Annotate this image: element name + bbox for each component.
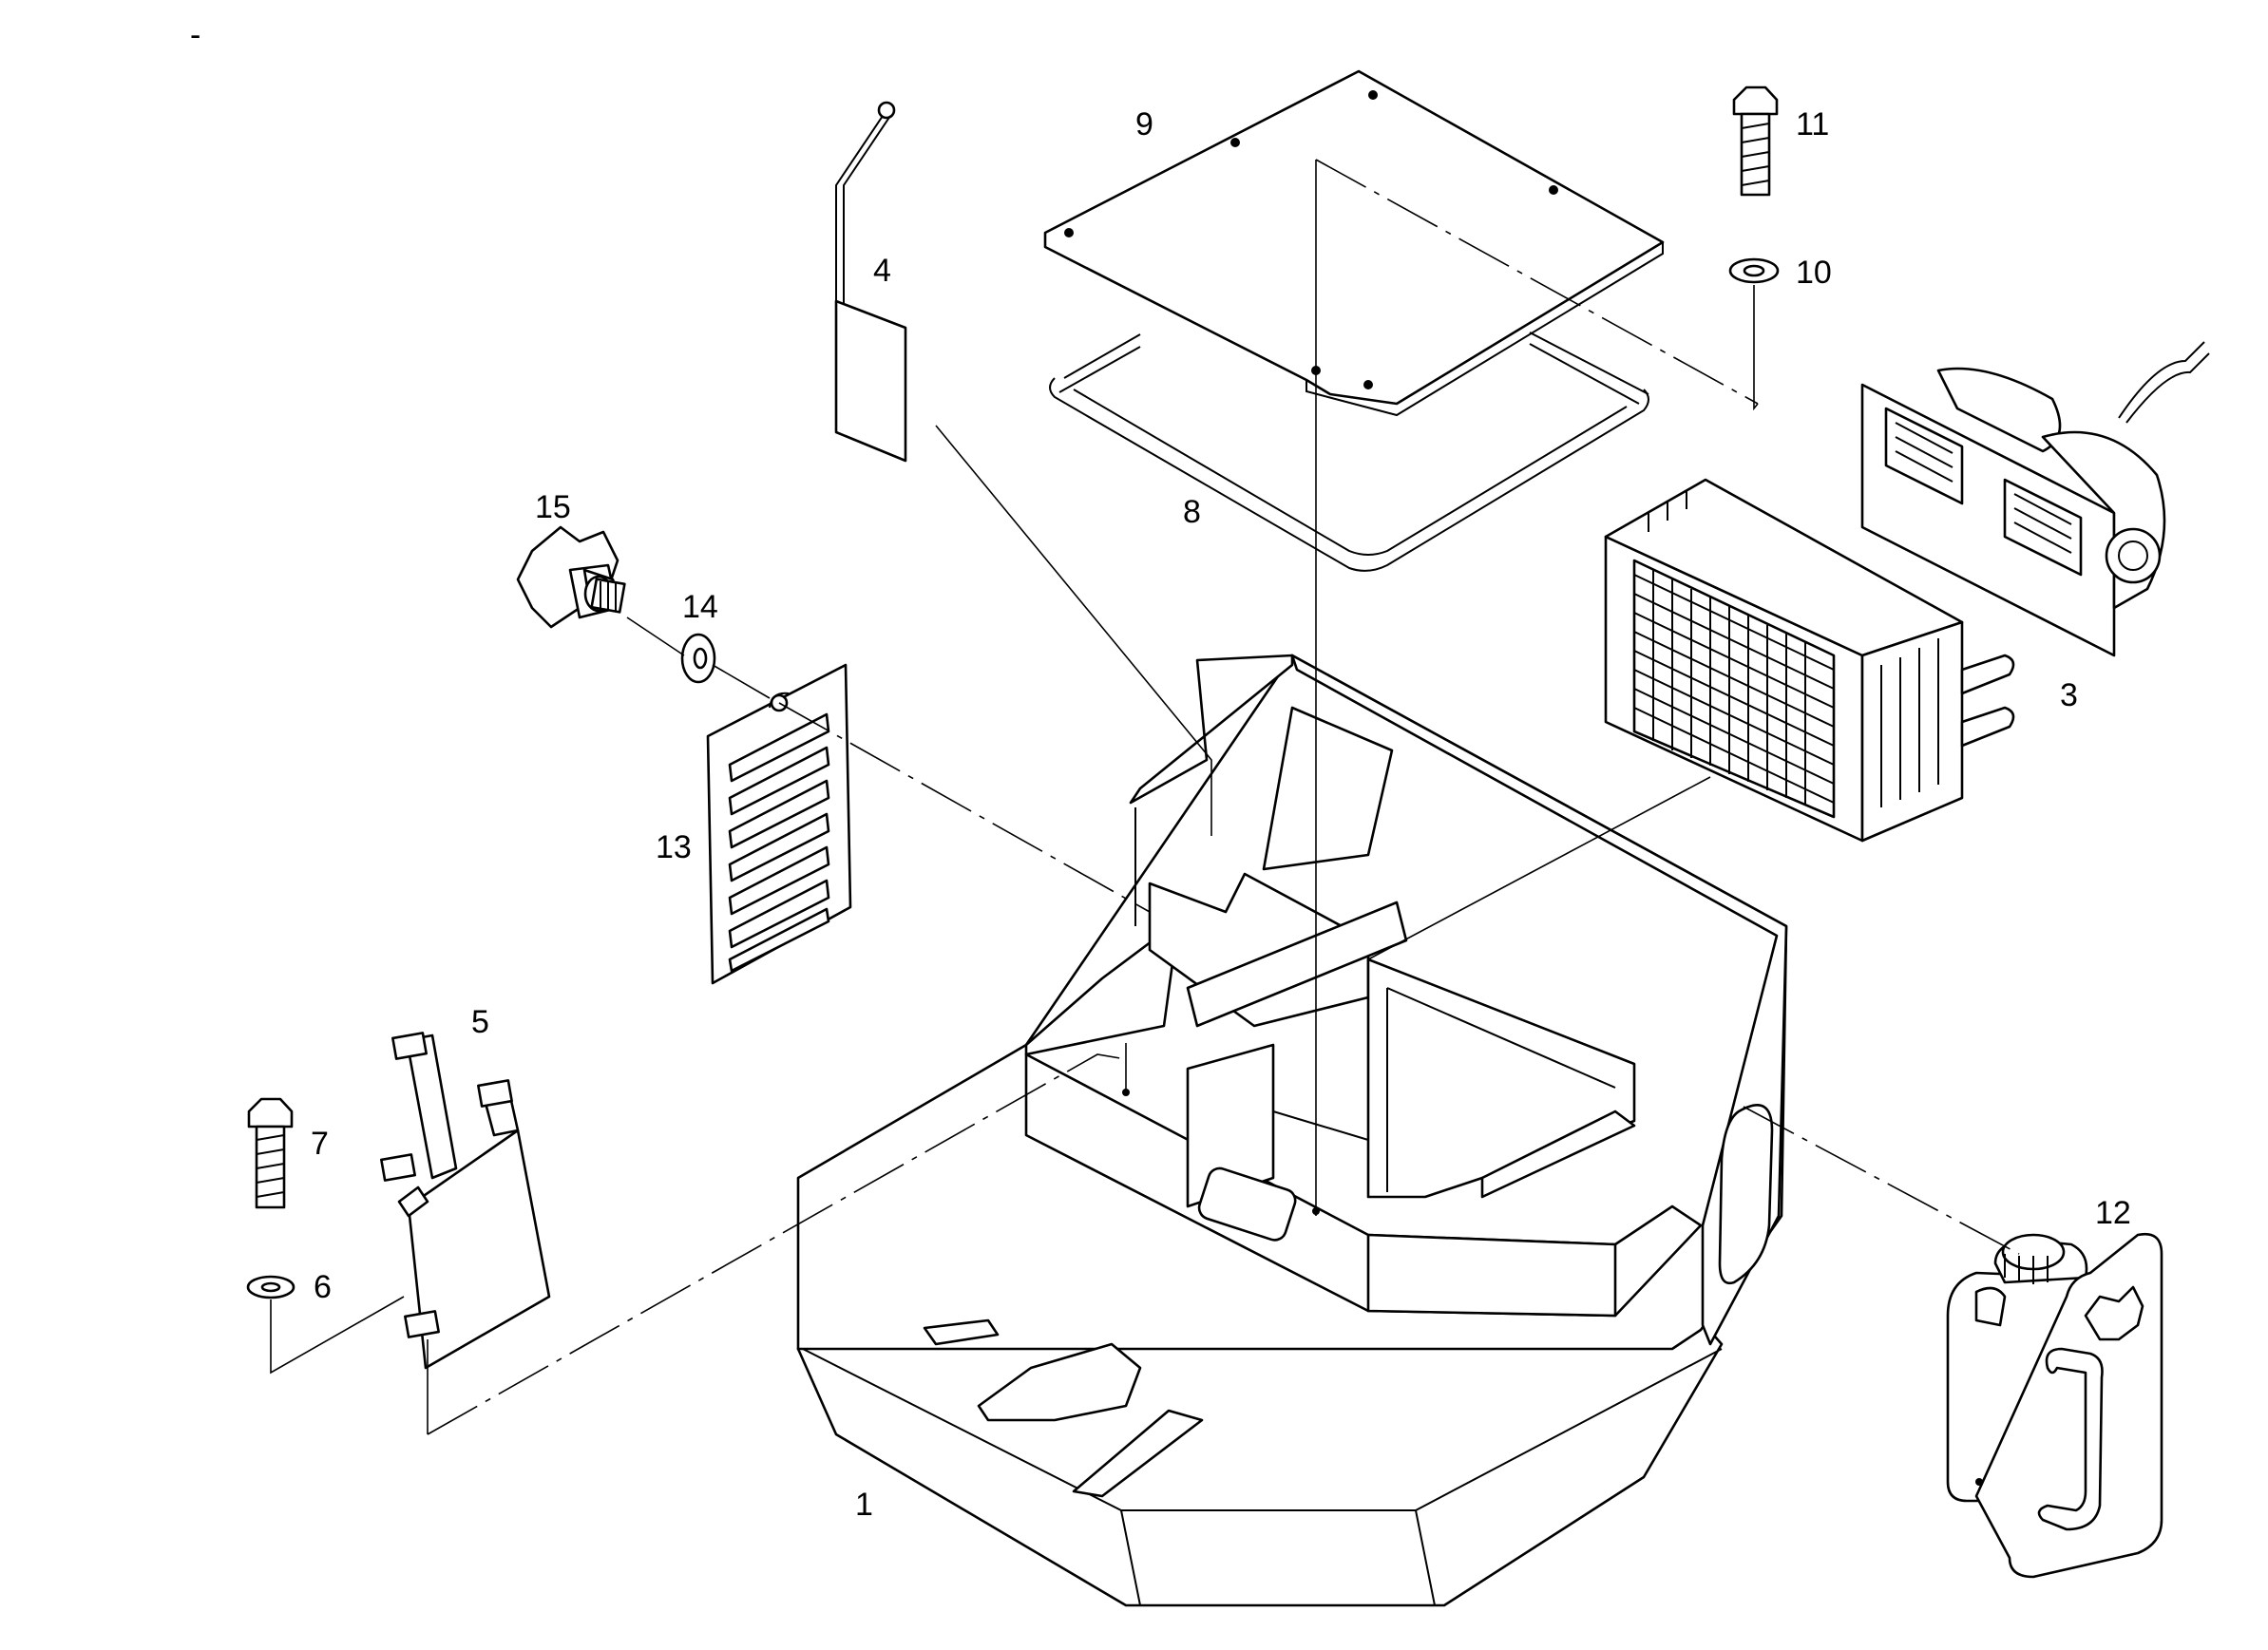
callout-4: 4: [873, 253, 891, 289]
callout-14: 14: [682, 589, 718, 625]
part-10-washer: [1728, 257, 1780, 284]
callout-3: 3: [2060, 677, 2078, 713]
part-5-bracket: [380, 1032, 551, 1370]
part-4-lever: [834, 101, 907, 463]
part-14-washer: [680, 633, 716, 684]
part-13-vent: [706, 663, 852, 985]
part-12-bottle: [1946, 1232, 2163, 1579]
part-11-bolt: [1732, 85, 1779, 197]
part-8-gasket: [1049, 332, 1649, 572]
part-3-heater: [1604, 341, 2210, 843]
callout-12: 12: [2095, 1195, 2131, 1231]
callout-8: 8: [1183, 494, 1201, 530]
callout-13: 13: [656, 829, 692, 865]
callout-10: 10: [1796, 255, 1832, 291]
part-15-knob: [516, 525, 626, 629]
callout-1: 1: [855, 1487, 873, 1523]
part-9-cover-plate: [1043, 69, 1665, 417]
part-7-bolt: [247, 1097, 294, 1209]
callout-labels: 1 3 4 5 6 7 8 9 10 11 12 13 14 15: [311, 106, 2131, 1523]
leader-lines: [270, 159, 2020, 1435]
callout-7: 7: [311, 1126, 329, 1162]
callout-9: 9: [1135, 106, 1153, 142]
part-6-washer: [246, 1275, 295, 1299]
callout-15: 15: [535, 489, 571, 525]
part-1-housing: [796, 654, 1788, 1607]
callout-5: 5: [471, 1004, 489, 1040]
callout-11: 11: [1796, 106, 1829, 142]
callout-6: 6: [314, 1269, 332, 1305]
top-mark: -: [190, 17, 200, 53]
